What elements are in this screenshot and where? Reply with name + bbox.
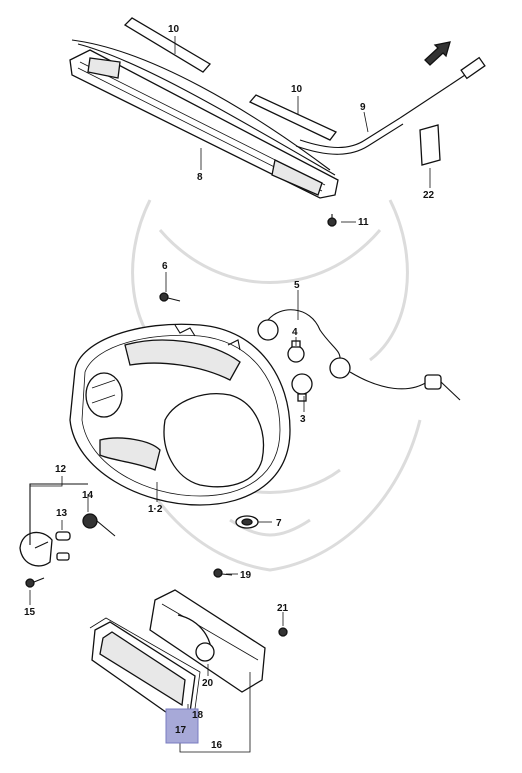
part-20-bulb (195, 642, 215, 662)
callout-1-2[interactable]: 1·2 (148, 504, 163, 515)
part-6-screw (159, 292, 181, 302)
part-22-label (419, 124, 441, 166)
part-3-bulb (291, 373, 313, 402)
part-5-socket-wire (257, 309, 461, 401)
callout-19[interactable]: 19 (240, 570, 252, 581)
callout-6[interactable]: 6 (162, 261, 168, 272)
part-7-grommet (235, 515, 259, 529)
part-14-socket (82, 513, 116, 537)
highlight-part-17 (165, 708, 199, 744)
part-15-screw (25, 577, 45, 588)
callout-3[interactable]: 3 (300, 414, 306, 425)
callout-22[interactable]: 22 (423, 190, 435, 201)
part-11-screw (327, 214, 337, 227)
callout-9[interactable]: 9 (360, 102, 366, 113)
part-10-strip-lower (248, 94, 338, 141)
part-8-bar-lamp (69, 39, 404, 199)
callout-20[interactable]: 20 (202, 678, 214, 689)
part-19-screw (213, 568, 233, 578)
part-21-screw (278, 627, 288, 637)
part-1-2-headlamp (69, 323, 291, 506)
part-12-position-lamp (19, 483, 88, 567)
callout-10-upper[interactable]: 10 (168, 24, 180, 35)
callout-4[interactable]: 4 (292, 327, 298, 338)
callout-5[interactable]: 5 (294, 280, 300, 291)
direction-arrow (424, 41, 451, 66)
part-13-bulb (55, 531, 71, 561)
part-17-lens (91, 621, 196, 716)
callout-10-lower[interactable]: 10 (291, 84, 303, 95)
part-18-gasket (89, 617, 201, 717)
part-10-strip-upper (123, 17, 212, 73)
callout-7[interactable]: 7 (276, 518, 282, 529)
callout-18[interactable]: 18 (192, 710, 204, 721)
callout-21[interactable]: 21 (277, 603, 289, 614)
callout-14[interactable]: 14 (82, 490, 94, 501)
callout-12[interactable]: 12 (55, 464, 67, 475)
callout-11[interactable]: 11 (358, 217, 369, 228)
callout-17[interactable]: 17 (175, 725, 187, 736)
callout-16[interactable]: 16 (211, 740, 223, 751)
callout-labels: 10 10 9 8 22 11 6 5 4 3 1·2 7 12 13 14 1… (24, 24, 435, 751)
callout-8[interactable]: 8 (197, 172, 203, 183)
part-9-wire (399, 56, 486, 119)
callout-13[interactable]: 13 (56, 508, 68, 519)
callout-15[interactable]: 15 (24, 607, 36, 618)
